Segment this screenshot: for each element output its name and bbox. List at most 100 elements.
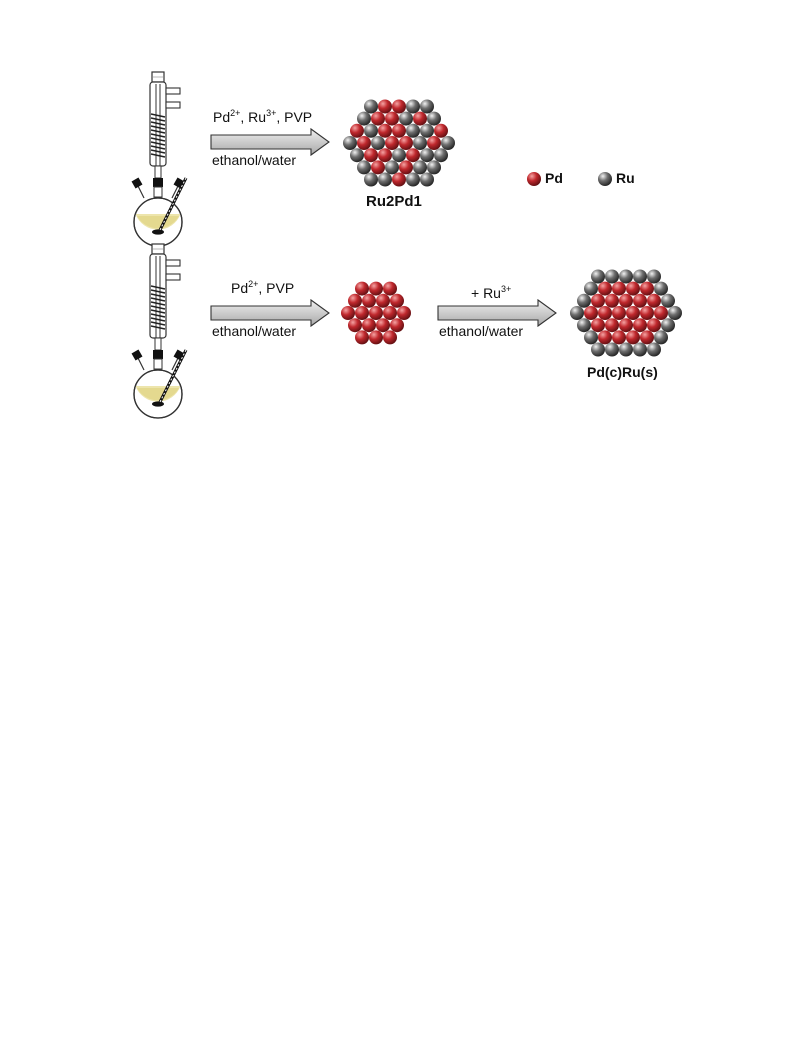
ru-atom <box>364 123 378 138</box>
ru-atom <box>343 136 357 150</box>
pd-atom <box>369 306 383 320</box>
ru-atom <box>364 99 378 114</box>
ru-atom <box>364 172 378 187</box>
pd-atom <box>350 123 364 138</box>
ru-atom <box>577 293 591 308</box>
pd-atom <box>640 306 654 320</box>
pd-atom <box>406 148 420 163</box>
solvent-label-2: ethanol/water <box>212 323 297 339</box>
pd-atom <box>605 293 619 308</box>
ru-atom <box>357 160 371 175</box>
pd-atom <box>348 293 362 308</box>
pd-atom <box>633 318 647 333</box>
ru-atom <box>399 111 413 126</box>
pd-atom <box>392 99 406 114</box>
ru-atom <box>420 99 434 114</box>
ru-atom <box>413 136 427 150</box>
ru-atom <box>654 281 668 296</box>
pd-atom <box>619 318 633 333</box>
pd-atom <box>413 111 427 126</box>
ru-atom <box>350 148 364 163</box>
pd-atom <box>341 306 355 320</box>
pd-atom <box>376 293 390 308</box>
ru-atom <box>605 342 619 357</box>
pd-atom <box>612 306 626 320</box>
ru-atom <box>406 123 420 138</box>
pd-atom <box>399 160 413 175</box>
solvent-label-1: ethanol/water <box>212 152 297 168</box>
pd-atom <box>362 318 376 333</box>
pd-atom <box>355 281 369 296</box>
pd-atom <box>626 330 640 345</box>
ru-atom <box>584 330 598 345</box>
reagents-label-2: Pd2+, PVP <box>231 279 295 297</box>
pd-atom <box>390 293 404 308</box>
ru-atom <box>434 148 448 163</box>
pd-atom <box>348 318 362 333</box>
pd-atom <box>371 111 385 126</box>
pd-atom <box>640 330 654 345</box>
pd-atom <box>385 111 399 126</box>
legend-ru-label: Ru <box>616 170 635 186</box>
pd-atom <box>626 306 640 320</box>
solvent-label-3: ethanol/water <box>439 323 524 339</box>
pd-atom <box>392 172 406 187</box>
pd-atom <box>434 123 448 138</box>
legend-ru-sphere <box>598 172 612 186</box>
pd-atom <box>355 306 369 320</box>
pd-atom <box>619 293 633 308</box>
pd-atom <box>369 330 383 345</box>
pd-atom <box>598 281 612 296</box>
ru-atom <box>605 269 619 284</box>
reflux-apparatus-1 <box>130 70 188 248</box>
ru-atom <box>570 306 584 320</box>
ru-atom <box>661 293 675 308</box>
ru-atom <box>647 342 661 357</box>
pd-atom <box>355 330 369 345</box>
ru-atom <box>633 269 647 284</box>
ru-atom <box>654 330 668 345</box>
pd-atom <box>598 330 612 345</box>
ru-atom <box>584 281 598 296</box>
pd-core-nanoparticle <box>341 281 411 345</box>
ru-atom <box>427 160 441 175</box>
pd-atom <box>654 306 668 320</box>
pd-atom <box>633 293 647 308</box>
pd-atom <box>362 293 376 308</box>
reagents-label-3: + Ru3+ <box>471 284 512 302</box>
ru-atom <box>406 172 420 187</box>
ru-atom <box>441 136 455 150</box>
ru-atom <box>668 306 682 320</box>
ru-atom <box>661 318 675 333</box>
legend-pd-label: Pd <box>545 170 563 186</box>
ru-atom <box>371 136 385 150</box>
pd-atom <box>378 99 392 114</box>
pd-atom <box>598 306 612 320</box>
ru-atom <box>392 148 406 163</box>
pd-atom <box>612 281 626 296</box>
pd-atom <box>397 306 411 320</box>
ru-atom <box>413 160 427 175</box>
pd-atom <box>647 318 661 333</box>
ru-atom <box>406 99 420 114</box>
pd-atom <box>591 318 605 333</box>
ru-atom <box>591 269 605 284</box>
pd-atom <box>647 293 661 308</box>
ru-atom <box>420 148 434 163</box>
reflux-apparatus-2 <box>130 242 188 420</box>
pd-atom <box>383 330 397 345</box>
legend-pd-sphere <box>527 172 541 186</box>
pd-atom <box>364 148 378 163</box>
pd-atom <box>369 281 383 296</box>
pd-atom <box>626 281 640 296</box>
pd-atom <box>371 160 385 175</box>
pdc-rus-nanoparticle <box>570 269 682 357</box>
ru-atom <box>591 342 605 357</box>
pd-atom <box>612 330 626 345</box>
ru-atom <box>619 269 633 284</box>
ru-atom <box>577 318 591 333</box>
pd-atom <box>591 293 605 308</box>
pd-atom <box>427 136 441 150</box>
ru-atom <box>647 269 661 284</box>
